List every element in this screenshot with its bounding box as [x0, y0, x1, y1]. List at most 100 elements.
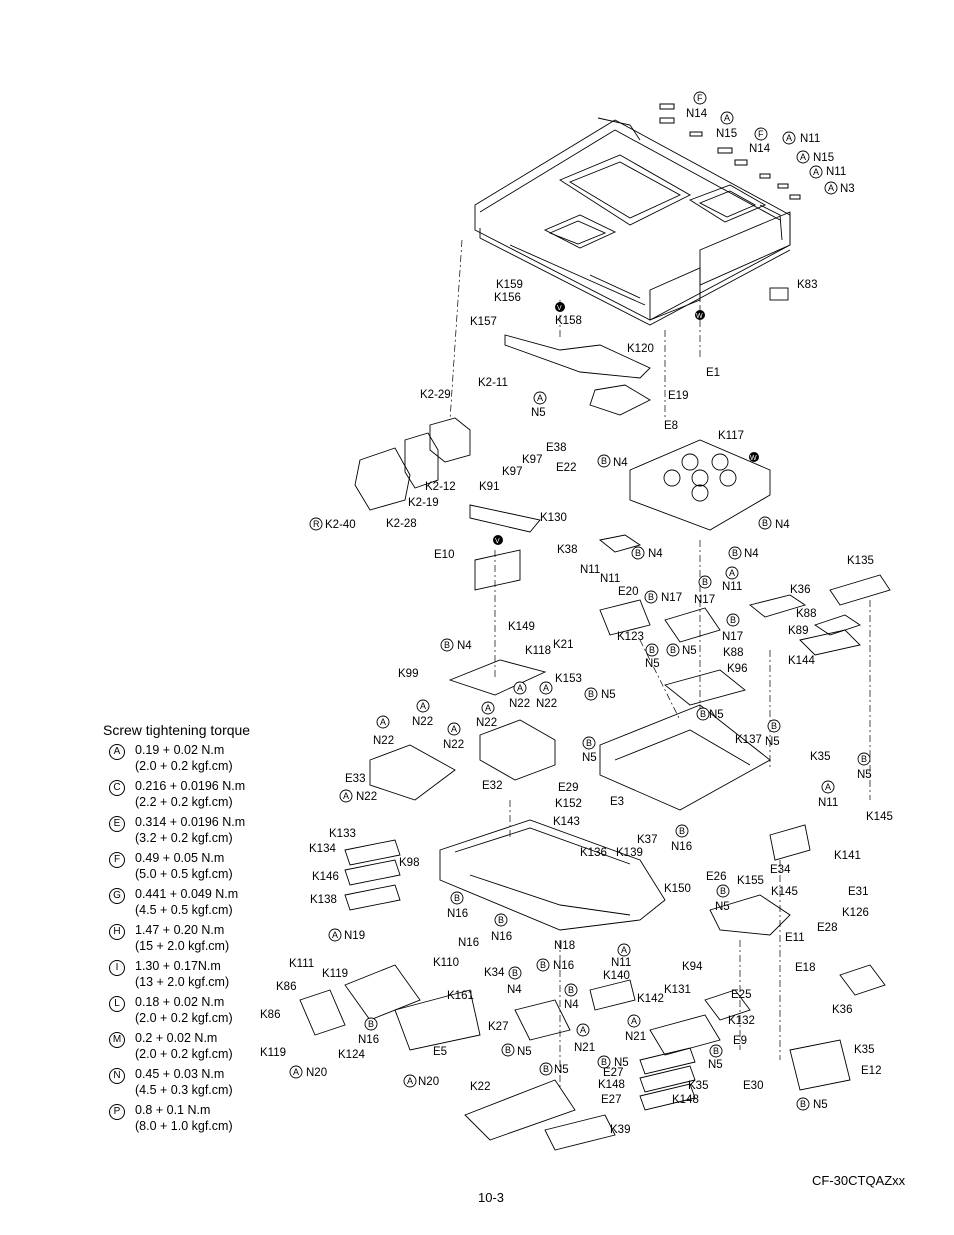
label-N14b: N14 — [749, 143, 771, 155]
svg-text:B: B — [601, 456, 607, 466]
torque-values: 0.2 + 0.02 N.m (2.0 + 0.2 kgf.cm) — [135, 1030, 233, 1066]
model-number: CF-30CTQAZxx — [812, 1173, 906, 1188]
label-K86: K86 — [276, 981, 296, 993]
svg-text:A: A — [631, 1016, 637, 1026]
label-N5l: N5 — [708, 1059, 723, 1071]
label-N4f: N4 — [507, 984, 522, 996]
label-N4g: N4 — [564, 999, 579, 1011]
svg-text:A: A — [825, 782, 831, 792]
svg-text:B: B — [700, 709, 706, 719]
label-K143: K143 — [553, 816, 580, 828]
label-K2-28: K2-28 — [386, 518, 417, 530]
label-K126: K126 — [842, 907, 869, 919]
torque-letter-icon: C — [109, 780, 125, 796]
label-E12: E12 — [861, 1065, 881, 1077]
label-K118: K118 — [525, 645, 551, 657]
label-E28: E28 — [817, 922, 837, 934]
label-N15: N15 — [716, 128, 737, 140]
svg-text:A: A — [332, 930, 338, 940]
svg-text:A: A — [537, 393, 543, 403]
label-K2-19: K2-19 — [408, 497, 439, 509]
svg-text:A: A — [813, 167, 819, 177]
svg-text:A: A — [407, 1076, 413, 1086]
label-K152: K152 — [555, 798, 582, 810]
label-E34: E34 — [770, 864, 791, 876]
label-E1: E1 — [706, 367, 720, 379]
label-N5m: N5 — [554, 1064, 569, 1076]
label-N5b: N5 — [682, 645, 697, 657]
label-E30: E30 — [743, 1080, 763, 1092]
torque-kgfcm: (15 + 2.0 kgf.cm) — [135, 939, 230, 953]
label-N20a: N20 — [306, 1067, 327, 1079]
svg-text:F: F — [697, 93, 703, 103]
torque-kgfcm: (3.2 + 0.2 kgf.cm) — [135, 831, 233, 845]
torque-kgfcm: (13 + 2.0 kgf.cm) — [135, 975, 230, 989]
label-N4e: N4 — [457, 640, 472, 652]
label-K158: K158 — [555, 315, 582, 327]
label-K161: K161 — [447, 990, 474, 1002]
torque-letter-icon: G — [109, 888, 125, 904]
mid-assemblies — [299, 334, 891, 1151]
label-K99: K99 — [398, 668, 418, 680]
label-K96: K96 — [727, 663, 747, 675]
torque-kgfcm: (2.0 + 0.2 kgf.cm) — [135, 1011, 233, 1025]
svg-text:B: B — [771, 721, 777, 731]
label-K146: K146 — [312, 871, 339, 883]
label-N16a: N16 — [671, 841, 692, 853]
label-K155: K155 — [737, 875, 764, 887]
svg-text:B: B — [649, 645, 655, 655]
label-N11f: N11 — [818, 797, 838, 809]
label-N22b: N22 — [373, 735, 394, 747]
torque-values: 1.47 + 0.20 N.m (15 + 2.0 kgf.cm) — [135, 922, 229, 958]
label-K156: K156 — [494, 292, 521, 304]
label-K133: K133 — [329, 828, 356, 840]
label-K157: K157 — [470, 316, 497, 328]
label-N14: N14 — [686, 108, 708, 120]
torque-nm: 0.2 + 0.02 N.m — [135, 1031, 218, 1045]
label-E29: E29 — [558, 782, 578, 794]
torque-letter-icon: A — [109, 744, 125, 760]
label-N16f: N16 — [358, 1034, 379, 1046]
reference-markers: V W W V — [493, 302, 759, 545]
torque-nm: 1.47 + 0.20 N.m — [135, 923, 225, 937]
svg-text:A: A — [800, 152, 806, 162]
svg-text:B: B — [444, 640, 450, 650]
label-E32: E32 — [482, 780, 502, 792]
label-K27: K27 — [488, 1021, 508, 1033]
label-K91: K91 — [479, 481, 499, 493]
torque-nm: 0.19 + 0.02 N.m — [135, 743, 225, 757]
label-N5n: N5 — [813, 1099, 828, 1111]
torque-kgfcm: (5.0 + 0.5 kgf.cm) — [135, 867, 233, 881]
label-N15b: N15 — [813, 152, 834, 164]
label-N5k: N5 — [614, 1057, 629, 1069]
label-N5j: N5 — [517, 1046, 532, 1058]
label-E27: E27 — [603, 1067, 623, 1079]
svg-text:A: A — [729, 568, 735, 578]
svg-text:B: B — [679, 826, 685, 836]
label-K2-40: K2-40 — [325, 519, 356, 531]
label-N21b: N21 — [574, 1042, 595, 1054]
label-N4a: N4 — [613, 457, 628, 469]
label-K94: K94 — [682, 961, 703, 973]
label-N5h: N5 — [857, 769, 872, 781]
label-K88b: K88 — [723, 647, 743, 659]
svg-text:A: A — [343, 791, 349, 801]
label-N5i: N5 — [715, 901, 730, 913]
label-N5a: N5 — [531, 407, 546, 419]
label-E33: E33 — [345, 773, 365, 785]
label-K130: K130 — [540, 512, 567, 524]
label-N11c: N11 — [580, 564, 600, 576]
torque-values: 0.8 + 0.1 N.m(8.0 + 1.0 kgf.cm) — [135, 1102, 233, 1138]
svg-text:A: A — [485, 703, 491, 713]
label-K150: K150 — [664, 883, 691, 895]
label-K124: K124 — [338, 1049, 365, 1061]
label-K2-29: K2-29 — [420, 389, 451, 401]
svg-text:B: B — [512, 968, 518, 978]
torque-letter-icon: E — [109, 816, 125, 832]
torque-kgfcm: (2.0 + 0.2 kgf.cm) — [135, 1047, 233, 1061]
label-N5f: N5 — [765, 736, 780, 748]
